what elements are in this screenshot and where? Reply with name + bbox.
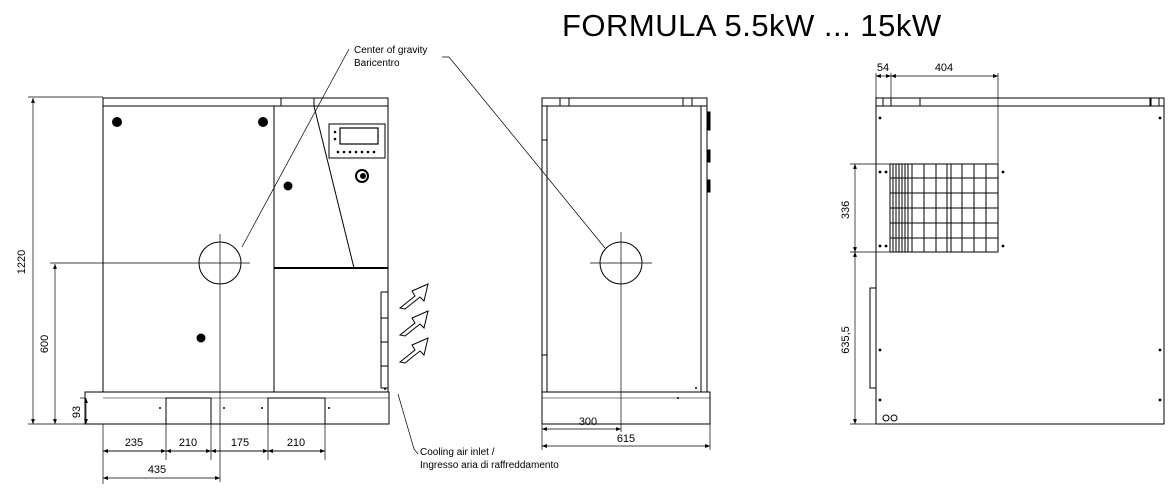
- dim-base-height: 93: [71, 406, 83, 418]
- dim-54: 54: [877, 62, 889, 74]
- side-cabinet: [541, 97, 708, 393]
- dim-300: 300: [579, 416, 597, 428]
- air-inlet-label-en: Cooling air inlet /: [420, 447, 495, 458]
- front-view: [28, 96, 429, 484]
- dim-615: 615: [617, 433, 635, 445]
- rear-grille: [889, 163, 999, 253]
- leader-lines: [241, 48, 606, 455]
- air-inlet-leader: [397, 393, 419, 455]
- dim-210-a: 210: [179, 437, 197, 449]
- dim-435: 435: [148, 464, 166, 476]
- dim-cog-height: 600: [39, 335, 51, 353]
- air-flow-arrows: [398, 283, 429, 364]
- air-inlet-label-it: Ingresso aria di raffreddamento: [420, 460, 559, 471]
- control-panel: [328, 123, 386, 159]
- dim-404: 404: [935, 62, 953, 74]
- front-base: [84, 391, 390, 425]
- dim-175: 175: [231, 437, 249, 449]
- front-cabinet: [102, 97, 389, 393]
- side-base: [541, 391, 711, 425]
- cog-leader-side: [442, 56, 606, 249]
- dim-height: 1220: [16, 250, 28, 274]
- cog-leader-front: [241, 48, 350, 248]
- port-icon: [890, 414, 898, 422]
- arrow-icon: [398, 310, 429, 337]
- rear-cabinet: [875, 97, 1165, 425]
- bolt-icon: [112, 117, 122, 127]
- bolt-icon: [258, 117, 268, 127]
- bolt-icon: [196, 333, 206, 343]
- bolt-icon: [283, 181, 293, 191]
- dim-336: 336: [840, 201, 852, 219]
- drawing-title: FORMULA 5.5kW ... 15kW: [562, 8, 942, 43]
- dim-635-5: 635,5: [840, 326, 852, 354]
- arrow-icon: [398, 283, 429, 310]
- emergency-stop-icon: [355, 169, 369, 183]
- port-icon: [882, 414, 890, 422]
- display-screen: [339, 127, 379, 145]
- fork-slot: [267, 397, 326, 425]
- rear-view: [850, 73, 1165, 425]
- cog-label-en: Center of gravity: [354, 45, 427, 56]
- cog-label-it: Baricentro: [354, 58, 400, 69]
- side-view: [541, 97, 711, 450]
- dim-210-b: 210: [287, 437, 305, 449]
- arrow-icon: [398, 337, 429, 364]
- fork-slot: [165, 397, 212, 425]
- dim-235: 235: [125, 437, 143, 449]
